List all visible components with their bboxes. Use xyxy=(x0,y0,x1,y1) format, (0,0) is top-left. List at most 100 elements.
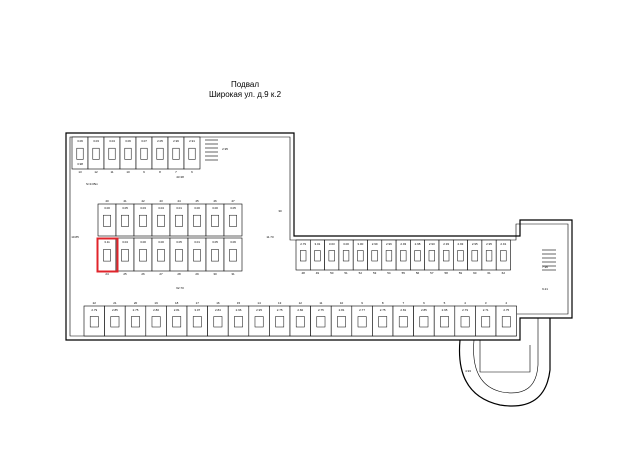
car-icon xyxy=(414,250,421,262)
top-left-spot[interactable]: 2.916 xyxy=(183,136,201,174)
spot-size-label: 2.95 xyxy=(256,308,262,312)
top-left-spot[interactable]: 3.079 xyxy=(135,136,153,174)
car-icon xyxy=(328,250,335,262)
top-left-spot[interactable]: 2.967 xyxy=(167,136,185,174)
spot-number: 5 xyxy=(444,301,446,305)
spot-number: 43 xyxy=(159,199,163,203)
spot-number: 26 xyxy=(141,272,145,276)
car-icon xyxy=(229,249,237,262)
spot-size-label: 3.03 xyxy=(140,206,146,210)
car-icon xyxy=(92,147,100,160)
spot-size-label: 3.05 xyxy=(122,206,128,210)
bottom-spot[interactable]: 2.713 xyxy=(475,301,497,337)
spot-number: 19 xyxy=(154,301,158,305)
car-icon xyxy=(192,316,202,328)
car-icon xyxy=(157,249,165,262)
spot-size-label: 2.80 xyxy=(153,308,159,312)
bottom-spot[interactable]: 2.955 xyxy=(433,301,456,337)
spot-size-label: 3.05 xyxy=(230,206,236,210)
bottom-spot[interactable]: 2.95 14 xyxy=(248,301,270,337)
car-icon xyxy=(378,316,388,328)
spot-number: 14 xyxy=(257,301,261,305)
mid-lower-spot[interactable]: 3.06 31 xyxy=(223,237,243,276)
spot-size-label: 2.96 xyxy=(386,242,392,246)
spot-number: 6 xyxy=(191,170,193,174)
bottom-spot[interactable]: 2.856 xyxy=(413,301,435,337)
top-left-spot[interactable]: 2.058 xyxy=(151,136,169,174)
bottom-spot[interactable]: 2.794 xyxy=(454,301,476,337)
car-icon xyxy=(501,316,511,328)
spot-size-label: 3.07 xyxy=(141,139,147,143)
spot-size-label: 2.96 xyxy=(173,139,179,143)
spot-number: 55 xyxy=(402,271,406,275)
bottom-spot[interactable]: 2.779 xyxy=(351,301,373,337)
car-icon xyxy=(193,249,201,262)
spot-size-label: 3.00 xyxy=(212,206,218,210)
spot-number: 2 xyxy=(505,301,507,305)
car-icon xyxy=(300,250,307,262)
bottom-spot[interactable]: 2.817 xyxy=(392,301,414,337)
spot-size-label: 2.91 xyxy=(500,242,506,246)
highlighted-spot-marker[interactable] xyxy=(96,237,119,273)
spot-number: 31 xyxy=(231,272,235,276)
bottom-spot[interactable]: 2.80 19 xyxy=(145,301,167,337)
parking-spot-outline xyxy=(495,239,511,271)
spot-size-label: 3.06 xyxy=(230,240,236,244)
spot-number: 11 xyxy=(110,170,113,174)
bottom-spot[interactable]: 2.752 xyxy=(495,301,517,337)
dimension-far-right: 9.21 xyxy=(542,287,548,291)
car-icon xyxy=(175,214,183,227)
car-icon xyxy=(172,147,180,160)
bottom-spot[interactable]: 2.758 xyxy=(372,301,394,337)
car-icon xyxy=(481,316,491,328)
spot-number: 18 xyxy=(175,301,179,305)
spot-number: 49 xyxy=(316,271,320,275)
car-icon xyxy=(357,316,367,328)
